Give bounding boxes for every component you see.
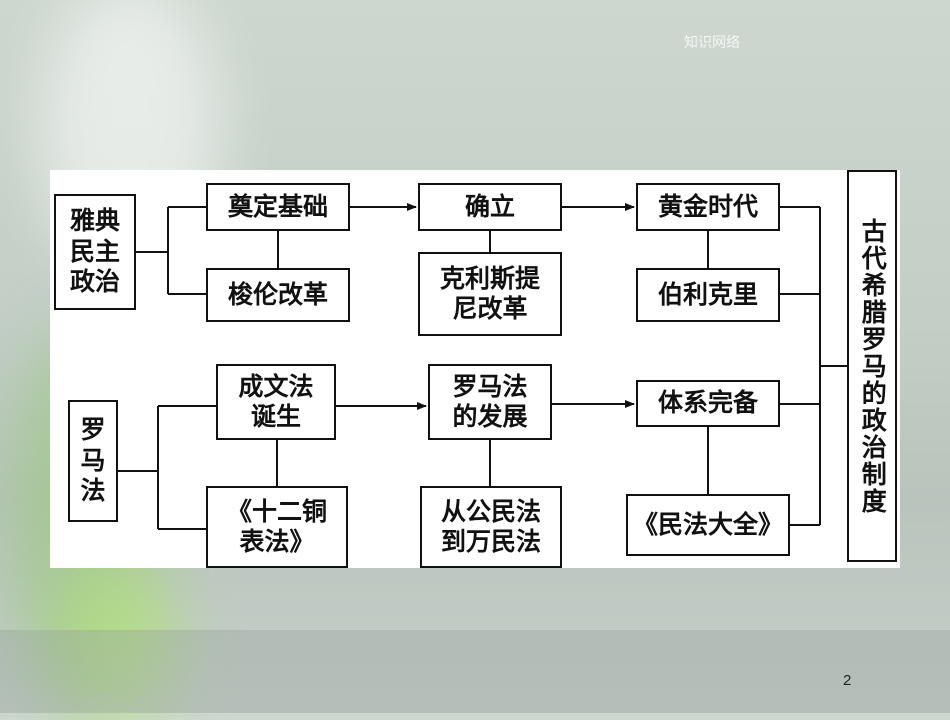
rome-stage-complete-system: 体系完备 <box>636 380 780 427</box>
summary-box: 古代希腊罗马的政治制度 <box>847 170 897 562</box>
background-floor <box>0 630 950 713</box>
diagram-panel: 雅典 民主 政治 奠定基础 确立 黄金时代 梭伦改革 克利斯提 尼改革 伯利克里… <box>50 170 900 568</box>
rome-law-label: 《十二铜 表法》 <box>226 496 327 557</box>
connector-lines <box>118 203 847 530</box>
rome-stage-label: 成文法 诞生 <box>238 371 314 432</box>
rome-law-civil-to-gentium: 从公民法 到万民法 <box>420 486 562 568</box>
slide-heading: 知识网络 <box>684 35 740 51</box>
rome-law-corpus-juris: 《民法大全》 <box>626 494 790 556</box>
summary-label: 古代希腊罗马的政治制度 <box>858 217 888 515</box>
rome-law-label: 《民法大全》 <box>632 509 783 539</box>
athens-figure-cleisthenes: 克利斯提 尼改革 <box>418 252 562 336</box>
rome-law-twelve-tables: 《十二铜 表法》 <box>206 486 348 568</box>
athens-stage-foundation: 奠定基础 <box>206 183 350 231</box>
athens-stage-golden-age: 黄金时代 <box>636 183 780 231</box>
rome-stage-development: 罗马法 的发展 <box>428 364 552 440</box>
athens-figure-pericles: 伯利克里 <box>636 268 780 322</box>
rome-stage-label: 罗马法 的发展 <box>452 371 528 432</box>
rome-root-label: 罗 马 法 <box>80 415 106 506</box>
athens-figure-label: 克利斯提 尼改革 <box>439 263 540 324</box>
athens-stage-label: 确立 <box>464 191 515 221</box>
athens-root-box: 雅典 民主 政治 <box>54 194 136 310</box>
rome-law-label: 从公民法 到万民法 <box>440 496 541 557</box>
rome-stage-label: 体系完备 <box>657 388 758 418</box>
athens-figure-label: 梭伦改革 <box>227 279 328 309</box>
rome-stage-written-law: 成文法 诞生 <box>216 364 336 440</box>
athens-stage-establishment: 确立 <box>418 183 562 231</box>
athens-stage-label: 黄金时代 <box>657 191 758 221</box>
athens-root-label: 雅典 民主 政治 <box>69 206 120 297</box>
background-plant-base <box>60 560 180 720</box>
page-number: 2 <box>843 672 852 689</box>
athens-figure-label: 伯利克里 <box>657 279 758 309</box>
athens-stage-label: 奠定基础 <box>227 191 328 221</box>
rome-root-box: 罗 马 法 <box>68 400 118 522</box>
athens-figure-solon: 梭伦改革 <box>206 268 350 322</box>
